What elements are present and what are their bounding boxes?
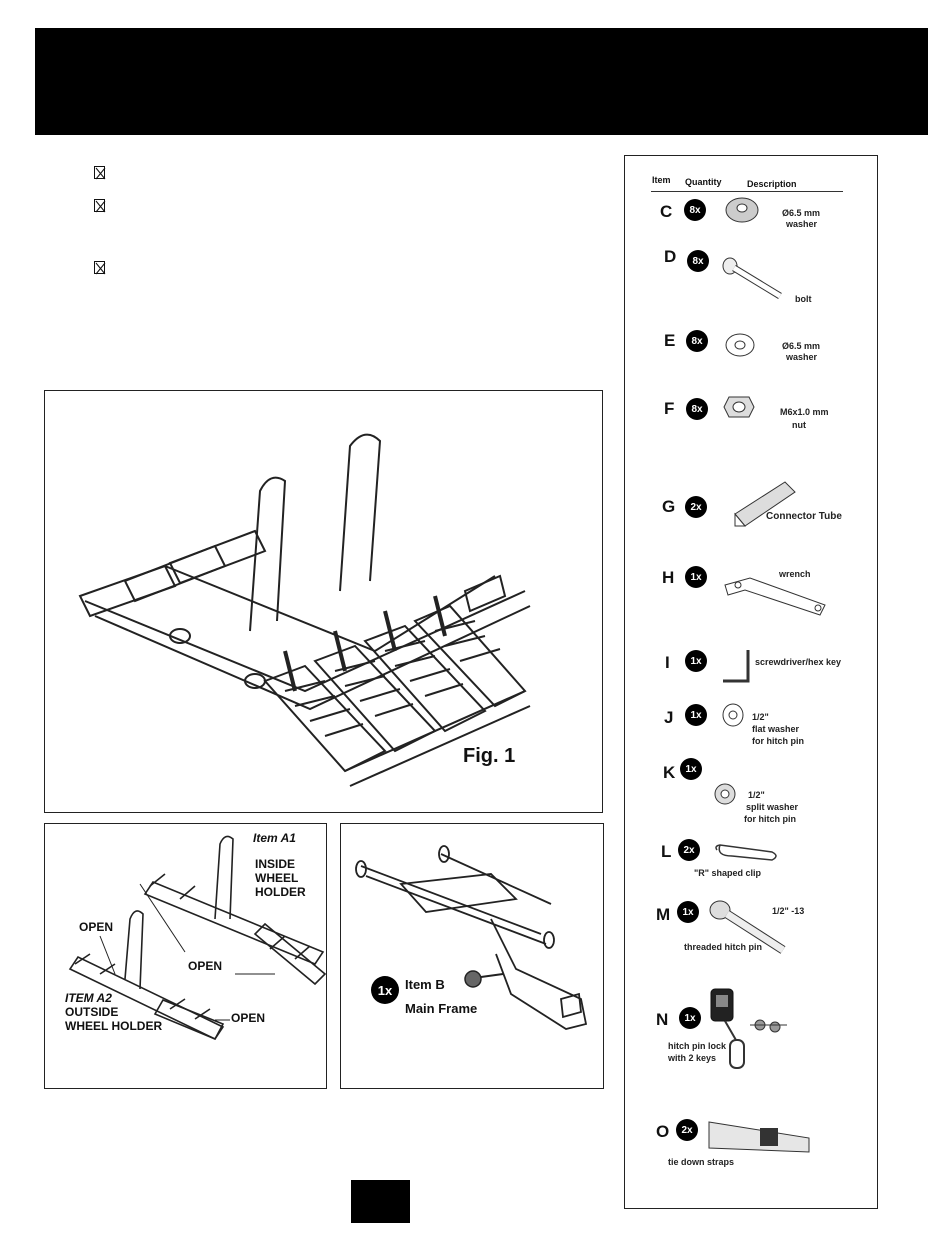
open-label-1: OPEN — [79, 920, 114, 934]
a1-desc-line3: HOLDER — [255, 885, 306, 899]
main-frame-qty-badge: 1x — [371, 976, 399, 1004]
hw-letter-k: K — [663, 763, 676, 782]
hw-desc-k-2: split washer — [746, 802, 799, 812]
hw-desc-n-2: with 2 keys — [668, 1053, 717, 1063]
hw-qty-k: 1x — [680, 758, 702, 780]
washer-icon — [725, 197, 759, 223]
checkbox-3 — [94, 261, 106, 275]
hw-letter-c: C — [660, 202, 673, 221]
nut-icon — [723, 396, 755, 418]
hw-letter-l: L — [661, 842, 672, 861]
open-label-3: OPEN — [231, 1011, 266, 1025]
item-a2-label: ITEM A2 — [65, 991, 112, 1005]
hw-desc-f-2: nut — [792, 420, 806, 430]
a2-desc-line2: WHEEL HOLDER — [65, 1019, 163, 1033]
hw-desc-d-1: bolt — [795, 294, 812, 304]
hw-header-description: Description — [747, 179, 797, 189]
hw-desc-l-1: "R" shaped clip — [694, 868, 762, 878]
a1-desc-line2: WHEEL — [255, 871, 299, 885]
wrench-icon — [724, 577, 826, 616]
hw-qty-d: 8x — [687, 250, 709, 272]
hw-desc-h-1: wrench — [779, 569, 811, 579]
hw-desc-c-2: washer — [786, 219, 818, 229]
hw-qty-g: 2x — [685, 496, 707, 518]
open-label-2: OPEN — [188, 959, 223, 973]
hw-qty-f: 8x — [686, 398, 708, 420]
hw-qty-e: 8x — [686, 330, 708, 352]
a2-desc-line1: OUTSIDE — [65, 1005, 119, 1019]
hw-letter-g: G — [662, 497, 676, 516]
hw-qty-j: 1x — [685, 704, 707, 726]
hw-letter-e: E — [664, 331, 676, 350]
item-a1-label: Item A1 — [253, 831, 296, 845]
bolt-icon — [722, 257, 782, 299]
hw-qty-m: 1x — [677, 901, 699, 923]
tie-down-strap-icon — [708, 1121, 810, 1153]
hw-desc-j-2: flat washer — [752, 724, 800, 734]
connector-tube-icon — [734, 481, 796, 527]
hw-letter-m: M — [656, 905, 671, 924]
bike-rack-illustration — [78, 433, 531, 787]
hw-letter-j: J — [664, 708, 674, 727]
main-frame-item-label: Item B — [405, 977, 445, 992]
hw-qty-n: 1x — [679, 1007, 701, 1029]
hw-header-quantity: Quantity — [685, 177, 722, 187]
hw-desc-j-1: 1/2" — [752, 712, 769, 722]
r-clip-icon — [715, 844, 777, 861]
checkbox-2 — [94, 199, 106, 213]
wheel-holders-illustration — [68, 835, 326, 1041]
hw-desc-k-3: for hitch pin — [744, 814, 796, 824]
hw-qty-i: 1x — [685, 650, 707, 672]
hw-desc-o-1: tie down straps — [668, 1157, 735, 1167]
hw-letter-o: O — [656, 1122, 670, 1141]
hw-desc-m-2: threaded hitch pin — [684, 942, 763, 952]
hw-qty-h: 1x — [685, 566, 707, 588]
fig1-label: Fig. 1 — [463, 745, 516, 767]
hitch-pin-icon — [709, 900, 786, 954]
fig1-panel: Fig. 1 — [44, 390, 603, 813]
hw-letter-f: F — [664, 399, 675, 418]
hex-key-icon — [723, 650, 750, 683]
hardware-list-panel — [624, 155, 878, 1209]
hw-desc-f-1: M6x1.0 mm — [780, 407, 829, 417]
hw-desc-n-1: hitch pin lock — [668, 1041, 727, 1051]
page-number-box — [351, 1180, 410, 1223]
hw-desc-e-1: Ø6.5 mm — [782, 341, 821, 351]
hitch-pin-lock-icon — [710, 988, 787, 1069]
hw-letter-h: H — [662, 568, 675, 587]
checkbox-1 — [94, 166, 106, 180]
main-frame-name-label: Main Frame — [405, 1001, 478, 1016]
hw-letter-d: D — [664, 247, 677, 266]
a1-desc-line1: INSIDE — [255, 857, 296, 871]
hw-header-item: Item — [652, 175, 671, 185]
hw-desc-c-1: Ø6.5 mm — [782, 208, 821, 218]
hw-desc-k-1: 1/2" — [748, 790, 765, 800]
hw-qty-o: 2x — [676, 1119, 698, 1141]
hw-desc-i-1: screwdriver/hex key — [755, 657, 842, 667]
washer-icon — [725, 333, 755, 357]
wheel-holders-panel: Item A1 INSIDE WHEEL HOLDER OPEN OPEN IT… — [44, 823, 327, 1089]
hw-header-rule — [651, 191, 843, 192]
hw-desc-j-3: for hitch pin — [752, 736, 804, 746]
hw-letter-i: I — [665, 653, 670, 672]
hw-desc-m-1: 1/2" -13 — [772, 906, 805, 916]
main-frame-illustration — [355, 845, 588, 1030]
hw-qty-l: 2x — [678, 839, 700, 861]
main-frame-panel: 1x Item B Main Frame — [340, 823, 604, 1089]
split-washer-icon — [714, 783, 736, 805]
hw-qty-c: 8x — [684, 199, 706, 221]
hw-desc-g-1: Connector Tube — [766, 511, 842, 522]
hw-desc-e-2: washer — [786, 352, 818, 362]
flat-washer-icon — [722, 703, 744, 727]
hw-letter-n: N — [656, 1010, 669, 1029]
header-bar — [35, 28, 928, 135]
